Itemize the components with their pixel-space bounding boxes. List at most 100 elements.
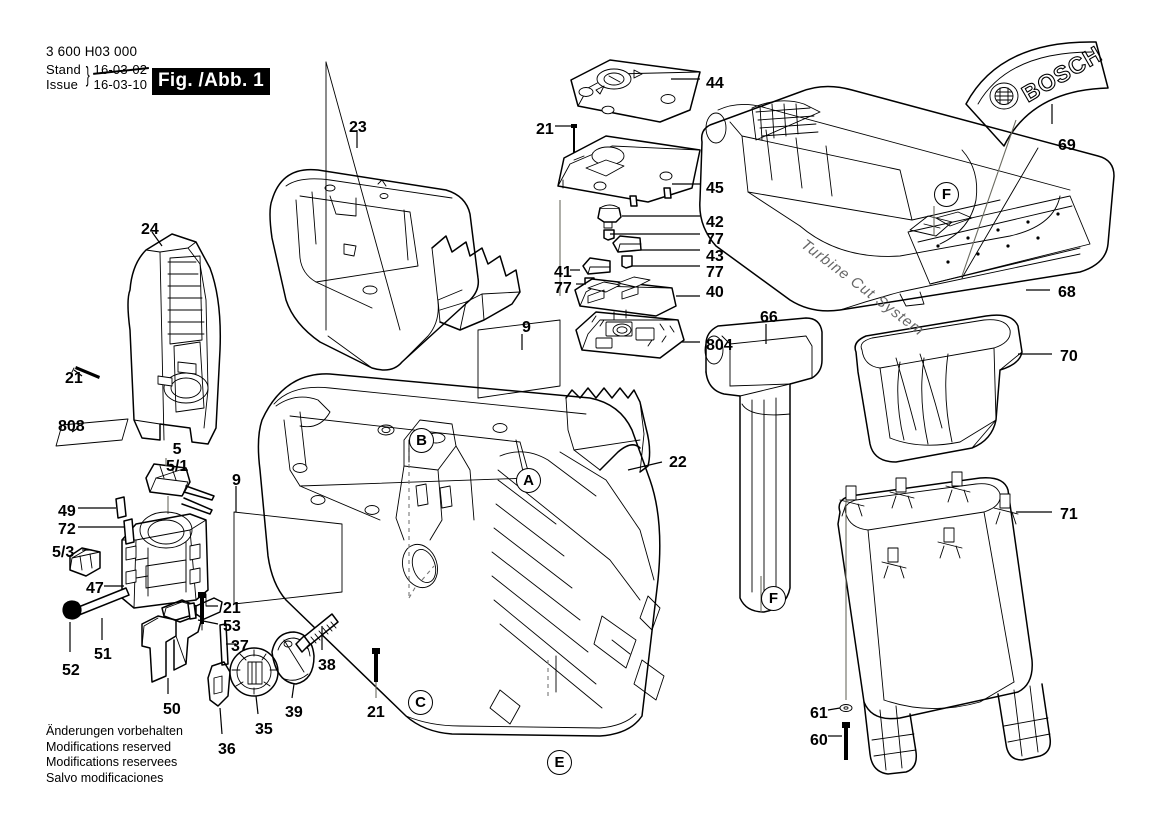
callout-line-1: 5 [172,441,182,458]
ref-circle-reference-a: A [516,468,541,493]
part-22-main-housing [257,373,665,737]
part-44-cover-plate [570,59,701,123]
part-42-knob [597,204,622,229]
part-23-upper-housing [269,168,521,371]
callout-base-stand: 71 [1060,506,1078,523]
part-36-latch [207,661,231,707]
callout-pin: 37 [231,638,249,655]
date-current: 16-03-10 [93,77,148,92]
disclaimer-es: Salvo modificaciones [46,770,164,785]
part-39-knob-cap [271,631,315,685]
bosch-logo-mark [989,82,1019,110]
callout-button-cap: 41 [554,264,572,281]
callout-clamp: 50 [163,701,181,718]
callout-side-cover: 24 [141,221,159,238]
part-49-pin [115,496,127,519]
part-5-plug [145,463,215,515]
callout-adjuster-wheel: 35 [255,721,273,738]
part-5-3-contact [69,547,101,577]
callout-collection-hopper: 70 [1060,348,1078,365]
callout-rating-plate: 9 [232,472,241,489]
part-9-plate-left [233,511,343,605]
callout-circuit-board: 804 [706,337,733,354]
part-77-clip-b [621,255,633,269]
callout-hood-assembly: 68 [1058,284,1076,301]
callout-upper-motor-housing: 23 [349,119,367,136]
title-block: 3 600 H03 000 Stand Issue } 16-03-02 16-… [46,44,147,92]
callout-warning-label: 808 [58,418,85,435]
rivet-posts [839,471,1019,579]
disclaimer-en: Modifications reserved [46,739,172,754]
ref-circle-reference-e: E [547,750,572,775]
part-35-adjuster-wheel [229,647,279,697]
disclaimer-de: Änderungen vorbehalten [46,724,183,738]
disclaimer-block: Änderungen vorbehalten Modifications res… [46,724,183,786]
ref-circle-reference-f-plunger: F [761,586,786,611]
part-21-screw-side [71,366,100,379]
part-9-plate-right [477,319,561,399]
part-72-pin [123,518,135,545]
callout-plunger-tool: 66 [760,309,778,326]
part-38-threaded-rod [295,613,339,653]
part-77-clip-a [603,229,615,241]
part-808-label [55,418,129,447]
part-21-screw-mid [198,592,206,631]
callout-pin: 72 [58,521,76,538]
callout-contact-clip: 77 [706,264,724,281]
brace-glyph: } [85,62,90,87]
part-51-shaft [62,587,130,620]
part-24-side-cover [127,233,222,445]
callout-screw: 21 [536,121,554,138]
callout-switch-housing: 40 [706,284,724,301]
ref-circle-reference-b: B [409,428,434,453]
part-71-base-stand [837,471,1052,775]
figure-badge: Fig. /Abb. 1 [152,68,270,95]
callout-switch-panel: 45 [706,180,724,197]
part-70-hopper [854,314,1023,463]
part-40-switch-housing [574,276,677,317]
disclaimer-fr: Modifications reservees [46,755,178,769]
revision-labels: Stand Issue [46,62,81,92]
part-number: 3 600 H03 000 [46,44,138,59]
callout-washer: 61 [810,705,828,722]
callout-main-housing: 22 [669,454,687,471]
callout-bosch-badge: 69 [1058,137,1076,154]
callout-latch: 36 [218,741,236,758]
part-43-button-cap [612,235,642,253]
stand-label: Stand [46,62,81,77]
callout-screw: 21 [367,704,385,721]
part-41-button-cap [582,257,611,275]
part-69-bosch-badge: BOSCH [965,40,1109,147]
part-60-screw [842,722,850,760]
callout-threaded-rod: 38 [318,657,336,674]
callout-shaft: 51 [94,646,112,663]
part-45-switch-panel [557,135,701,207]
ref-circle-reference-f-hood: F [934,182,959,207]
part-804-circuit-board [575,309,685,359]
part-37-pin [219,623,229,666]
part-50-clamp [141,593,223,683]
revision-row: Stand Issue } 16-03-02 16-03-10 [46,62,147,92]
callout-pin: 49 [58,503,76,520]
issue-label: Issue [46,77,79,92]
leader-lines [69,78,1053,737]
part-47-bracket [121,511,209,609]
part-61-washer [839,704,853,712]
part-66-plunger-tool [704,317,823,613]
part-53-pin [187,602,197,620]
callout-contact-block: 5/3 [52,544,75,561]
callout-screw: 21 [223,600,241,617]
callout-screw: 21 [65,370,83,387]
callout-switch-bracket: 47 [86,580,104,597]
revision-dates: 16-03-02 16-03-10 [94,62,148,92]
callout-contact-clip: 77 [554,280,572,297]
callout-rating-plate: 9 [522,319,531,336]
callout-end-cap: 52 [62,662,80,679]
part-21-screw-bottom [372,648,380,698]
callout-contact-clip: 77 [706,231,724,248]
callout-line-2: 5/1 [166,458,189,475]
callout-button-cap: 43 [706,248,724,265]
